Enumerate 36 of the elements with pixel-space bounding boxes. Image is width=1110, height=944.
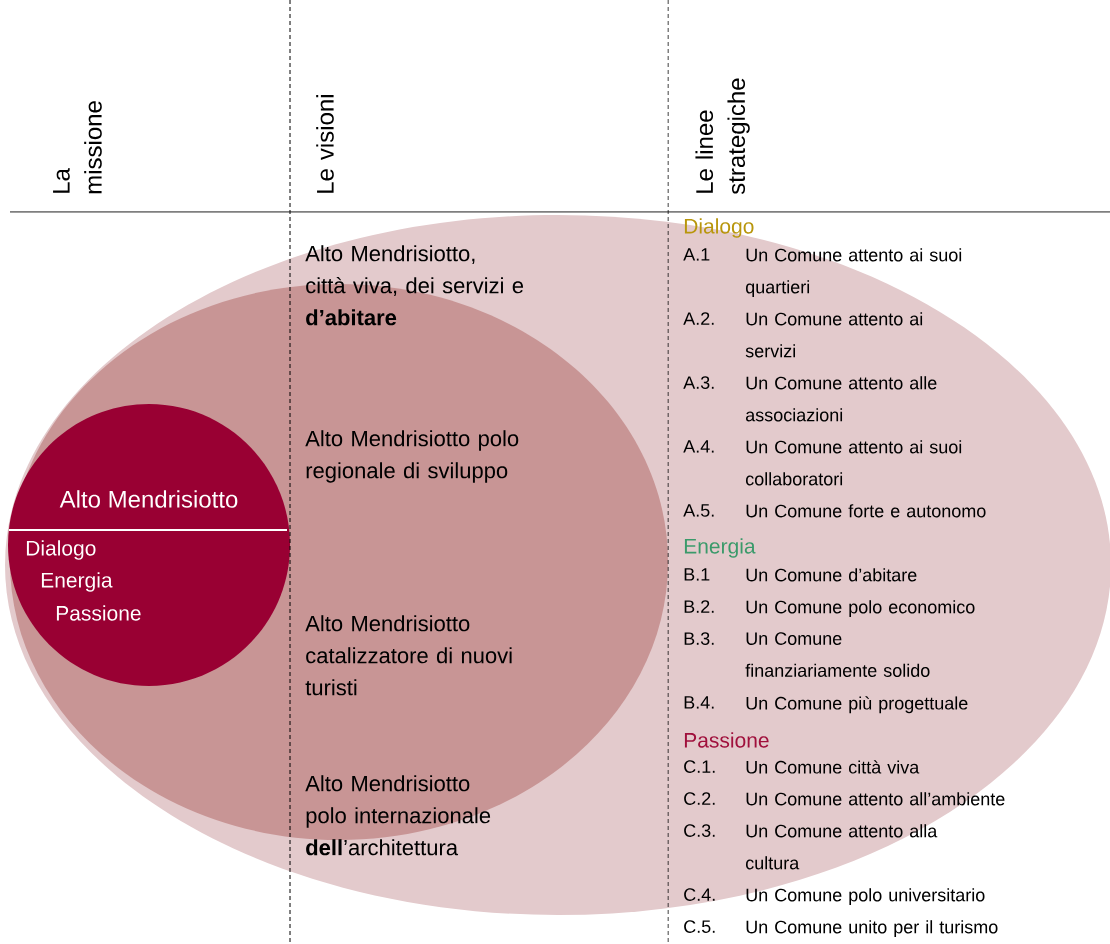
item-text: Un Comune attento ai suoi collaboratori: [746, 440, 962, 486]
category-heading: Dialogo: [684, 218, 754, 238]
category-heading: Passione: [684, 732, 769, 748]
item-text: Un Comune attento ai servizi: [745, 312, 923, 358]
item-text: Un Comune unito per il turismo: [746, 920, 998, 937]
item-number: C.5.: [684, 920, 715, 933]
item-number: C.2.: [684, 792, 715, 805]
column-header: Le linee strategiche: [695, 78, 750, 195]
item-text: Un Comune d’abitare: [746, 568, 917, 582]
item-text: Un Comune attento alla cultura: [746, 824, 938, 870]
item-text: Un Comune polo economico: [746, 600, 975, 617]
item-text: Un Comune più progettuale: [746, 696, 968, 714]
item-number: A.3.: [683, 376, 714, 389]
item-text: Un Comune polo universitario: [746, 888, 985, 905]
item-number: A.5.: [683, 504, 714, 517]
item-text: Un Comune attento alle associazioni: [746, 376, 937, 422]
item-text: Un Comune forte e autonomo: [746, 504, 986, 518]
item-text: Un Comune finanziariamente solido: [745, 632, 930, 677]
column-header: La missione: [53, 101, 102, 194]
item-number: B.1: [684, 568, 710, 581]
item-text: Un Comune attento all’ambiente: [746, 792, 1005, 806]
item-number: C.1.: [684, 760, 715, 773]
vision-text: Alto Mendrisiotto, città viva, dei servizi e d’abitare: [305, 245, 524, 326]
category-heading: Energia: [684, 538, 756, 558]
item-number: B.2.: [684, 600, 714, 613]
item-number: A.4.: [683, 440, 714, 453]
item-number: C.4.: [684, 888, 715, 901]
vision-text: Alto Mendrisiotto polo internazionale dell’architettura: [305, 775, 491, 856]
item-text: Un Comune attento ai suoi quartieri: [745, 248, 962, 297]
item-number: B.4.: [684, 696, 714, 709]
column-header: Le visioni: [316, 95, 334, 193]
item-number: A.2.: [683, 312, 714, 325]
item-text: Un Comune città viva: [746, 760, 920, 774]
item-number: B.3.: [684, 632, 714, 645]
item-number: A.1: [683, 248, 710, 261]
item-number: C.3.: [684, 824, 715, 837]
